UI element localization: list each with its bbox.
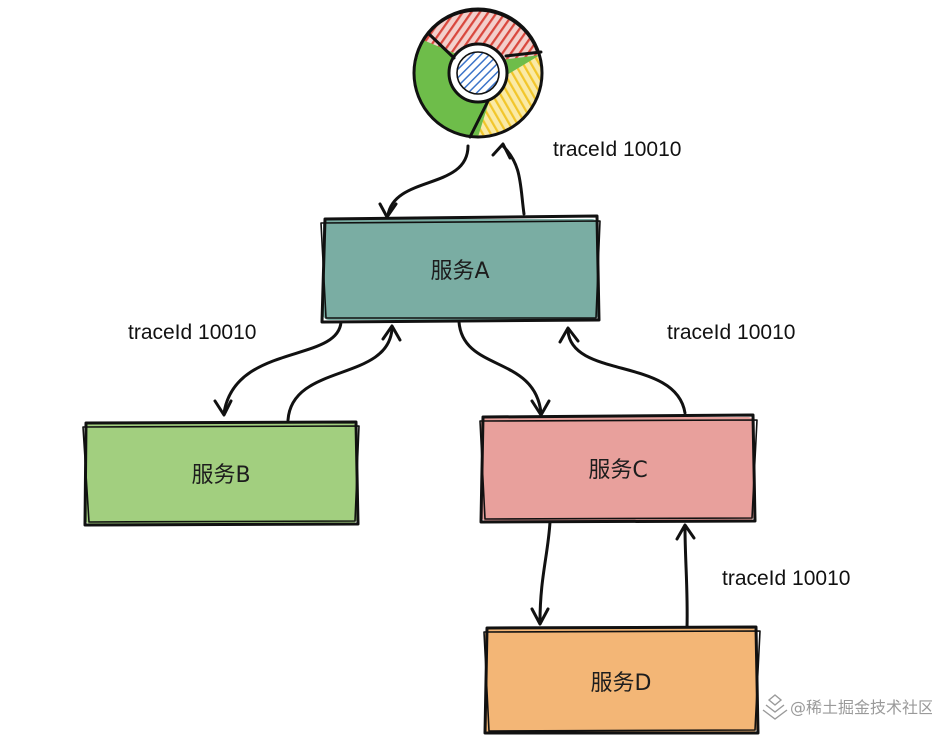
arrow-b-to-a [286, 327, 394, 422]
arrowhead-b-to-a [381, 324, 402, 342]
arrowhead-a-to-browser [491, 142, 512, 160]
arrow-a-to-browser [501, 144, 526, 216]
service-d-label: 服务D [591, 671, 652, 696]
arrow-a-to-c [457, 320, 543, 415]
arrow-browser-to-a [386, 144, 470, 217]
edges [213, 142, 696, 630]
service-d-node: 服务D [483, 625, 761, 735]
edge-label-browser-a: traceId 10010 [553, 138, 681, 161]
watermark-text: @稀土掘金技术社区 [790, 698, 932, 717]
arrowhead-d-to-c [675, 523, 696, 541]
juejin-logo-icon [762, 694, 788, 720]
arrow-c-to-a [566, 329, 687, 415]
arrow-d-to-c [683, 525, 689, 630]
service-a-node: 服务A [320, 214, 601, 324]
watermark: @稀土掘金技术社区 [762, 694, 932, 720]
arrowhead-c-to-d [530, 607, 550, 626]
arrowhead-c-to-a [558, 326, 580, 344]
edge-label-a-c: traceId 10010 [667, 321, 795, 344]
arrowhead-a-to-c [530, 399, 551, 417]
chrome-browser-icon [412, 7, 544, 139]
service-b-label: 服务B [191, 463, 250, 488]
edge-label-a-b: traceId 10010 [128, 321, 256, 344]
arrow-a-to-b [222, 320, 343, 415]
service-a-label: 服务A [430, 259, 489, 284]
arrow-c-to-d [538, 520, 552, 624]
arrowhead-a-to-b [213, 399, 233, 417]
edge-label-c-d: traceId 10010 [722, 567, 850, 590]
service-c-label: 服务C [588, 458, 647, 483]
service-b-node: 服务B [82, 420, 360, 527]
service-c-node: 服务C [479, 413, 758, 524]
